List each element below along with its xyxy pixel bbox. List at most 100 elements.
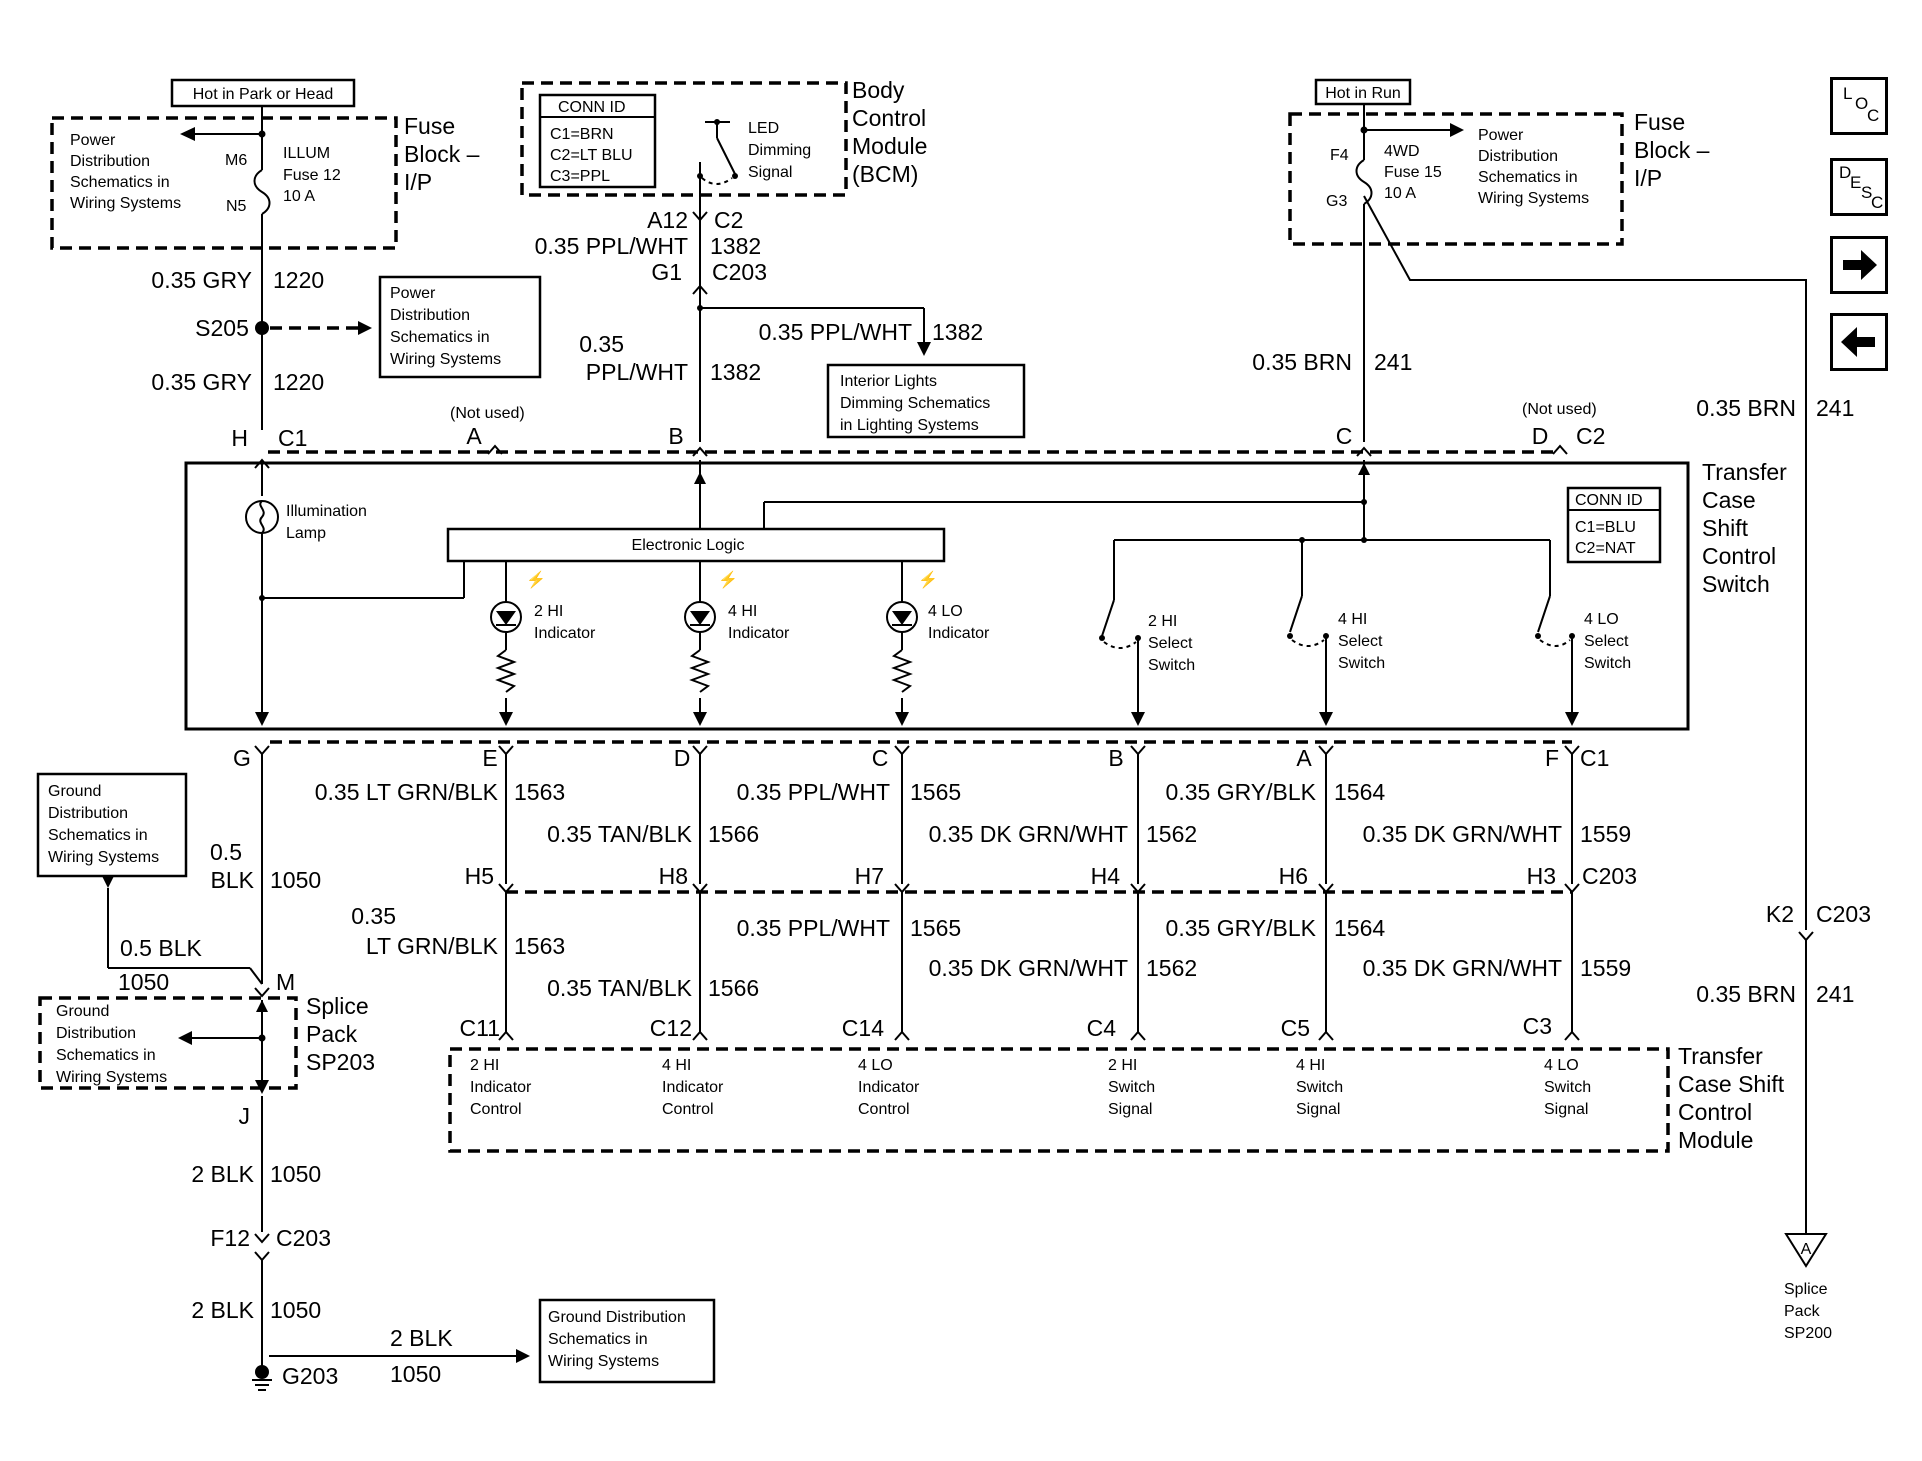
pin-c3: C3 (1523, 1013, 1552, 1039)
bcm-feed-circuit: 1382 (710, 359, 761, 385)
interior-branch-circuit: 1382 (932, 319, 983, 345)
wire-gry-upper: 0.35 GRY (151, 267, 252, 293)
module-pin-2hi-indicator: 2 HI Indicator Control (470, 1057, 536, 1118)
pin-f12: F12 (210, 1225, 250, 1251)
fuse-15-symbol (1355, 159, 1373, 205)
ground-circuit-2blk-3: 1050 (390, 1361, 441, 1387)
upper-circuit-b: 1562 (1146, 821, 1197, 847)
interior-lights-ref-box (826, 363, 1026, 439)
bcm-connector-c203: C203 (712, 259, 767, 285)
lower-wire-d: 0.35 TAN/BLK (547, 975, 693, 1001)
power-ref-s205-box (378, 275, 542, 379)
ground-ref-2: Ground Distribution Schematics in Wiring… (56, 1003, 167, 1086)
lower-circuit-c: 1565 (910, 915, 961, 941)
upper-circuit-c: 1565 (910, 779, 961, 805)
pin-k2: K2 (1766, 901, 1794, 927)
splice-sp200-letter: A (1801, 1241, 1812, 1258)
interior-branch-wire: 0.35 PPL/WHT (759, 319, 912, 345)
ground-wire-2blk-1: 2 BLK (191, 1161, 254, 1187)
wire-gry-lower: 0.35 GRY (151, 369, 252, 395)
bcm-title: Body Control Module (BCM) (852, 77, 934, 187)
upper-circuit-f: 1559 (1580, 821, 1631, 847)
fuse-left-power-ref: Power Distribution Schematics in Wiring … (70, 132, 181, 212)
right-run-wire-upper: 0.35 BRN (1696, 395, 1796, 421)
loc-button[interactable]: L O C (1830, 77, 1888, 135)
fuse-block-right-title: Fuse Block – I/P (1634, 109, 1716, 191)
svg-text:⚡: ⚡ (526, 570, 546, 589)
pin-g1: G1 (651, 259, 682, 285)
upper-wire-a: 0.35 GRY/BLK (1166, 779, 1317, 805)
led-dimming-signal: LED Dimming Signal (748, 120, 816, 181)
right-run-circuit-upper: 241 (1816, 395, 1854, 421)
hot-in-run-box (1314, 78, 1412, 106)
pin-c11: C11 (460, 1015, 501, 1041)
bcm-connector-c2: C2 (714, 207, 743, 233)
pin-e-c1: E (482, 745, 497, 771)
hot-in-park-label: Hot in Park or Head (193, 86, 334, 103)
pin-a-c2: A (466, 423, 482, 449)
pin-h7: H7 (855, 863, 884, 889)
fuse-15-label: 4WD Fuse 15 10 A (1384, 143, 1446, 202)
upper-wire-e: 0.35 LT GRN/BLK (315, 779, 499, 805)
ground-circuit-2blk-2: 1050 (270, 1297, 321, 1323)
fuse-right-power-ref: Power Distribution Schematics in Wiring … (1478, 127, 1589, 207)
svg-text:⚡: ⚡ (918, 570, 938, 589)
bcm-feed-gauge: 0.35 (579, 331, 624, 357)
electronic-logic-box (446, 527, 946, 563)
lower-wire-e: LT GRN/BLK (366, 933, 499, 959)
ground-circuit-2blk-1: 1050 (270, 1161, 321, 1187)
fuse-12-label: ILLUM Fuse 12 10 A (283, 145, 345, 205)
transfer-case-switch-box (184, 461, 1690, 731)
pin-d-not-used: (Not used) (1522, 401, 1597, 418)
select-switch-2hi (1099, 540, 1145, 726)
fuse-12-symbol (253, 169, 271, 215)
forward-button[interactable] (1830, 236, 1888, 294)
upper-circuit-d: 1566 (708, 821, 759, 847)
ground-ref-1-circuit: 1050 (118, 969, 169, 995)
fuse-block-left-border (50, 116, 398, 250)
desc-button[interactable]: D E S C (1830, 158, 1888, 216)
hot-in-run-label: Hot in Run (1325, 85, 1401, 102)
pin-n5: N5 (226, 198, 247, 215)
ground-ref-3-box (538, 1298, 716, 1384)
bcm-wire: 0.35 PPL/WHT (535, 233, 688, 259)
right-run-wire-lower: 0.35 BRN (1696, 981, 1796, 1007)
pin-h3: H3 (1527, 863, 1556, 889)
pin-h: H (231, 425, 248, 451)
electronic-logic-label: Electronic Logic (632, 537, 745, 554)
upper-circuit-e: 1563 (514, 779, 565, 805)
pin-h4: H4 (1091, 863, 1121, 889)
lower-wire-e-gauge: 0.35 (351, 903, 396, 929)
bcm-circuit: 1382 (710, 233, 761, 259)
select-switch-4hi-label: 4 HI Select Switch (1338, 611, 1387, 672)
ground-wire-circuit: 1050 (270, 867, 321, 893)
upper-wire-f: 0.35 DK GRN/WHT (1363, 821, 1562, 847)
ground-ref-1: Ground Distribution Schematics in Wiring… (48, 783, 159, 866)
select-switch-4lo-label: 4 LO Select Switch (1584, 611, 1633, 672)
circuit-1220-lower: 1220 (273, 369, 324, 395)
splice-pin-j: J (239, 1103, 251, 1129)
indicator-4hi-label: 4 HI Indicator (728, 603, 790, 642)
splice-s205-label: S205 (195, 315, 249, 341)
switch-conn-id-box (1566, 486, 1662, 564)
module-pin-4lo-indicator: 4 LO Indicator Control (858, 1057, 924, 1118)
back-button[interactable] (1830, 313, 1888, 371)
pin-h8: H8 (659, 863, 688, 889)
pin-g-c1: G (233, 745, 251, 771)
select-switch-2hi-label: 2 HI Select Switch (1148, 613, 1197, 674)
pin-b-c2: B (668, 423, 683, 449)
pin-g3: G3 (1326, 193, 1347, 210)
module-pin-2hi-switch: 2 HI Switch Signal (1108, 1057, 1160, 1118)
lower-circuit-e: 1563 (514, 933, 565, 959)
bcm-conn-id: CONN ID C1=BRN C2=LT BLU C3=PPL (550, 99, 637, 185)
transfer-case-switch-title: Transfer Case Shift Control Switch (1702, 459, 1793, 597)
indicator-4lo-label: 4 LO Indicator (928, 603, 990, 642)
bcm-conn-id-box (538, 93, 657, 189)
ground-symbol (252, 1379, 272, 1391)
right-connector-c203: C203 (1816, 901, 1871, 927)
splice-sp200-triangle (1784, 1233, 1828, 1268)
upper-wire-b: 0.35 DK GRN/WHT (929, 821, 1128, 847)
ground-wire-color: BLK (211, 867, 255, 893)
